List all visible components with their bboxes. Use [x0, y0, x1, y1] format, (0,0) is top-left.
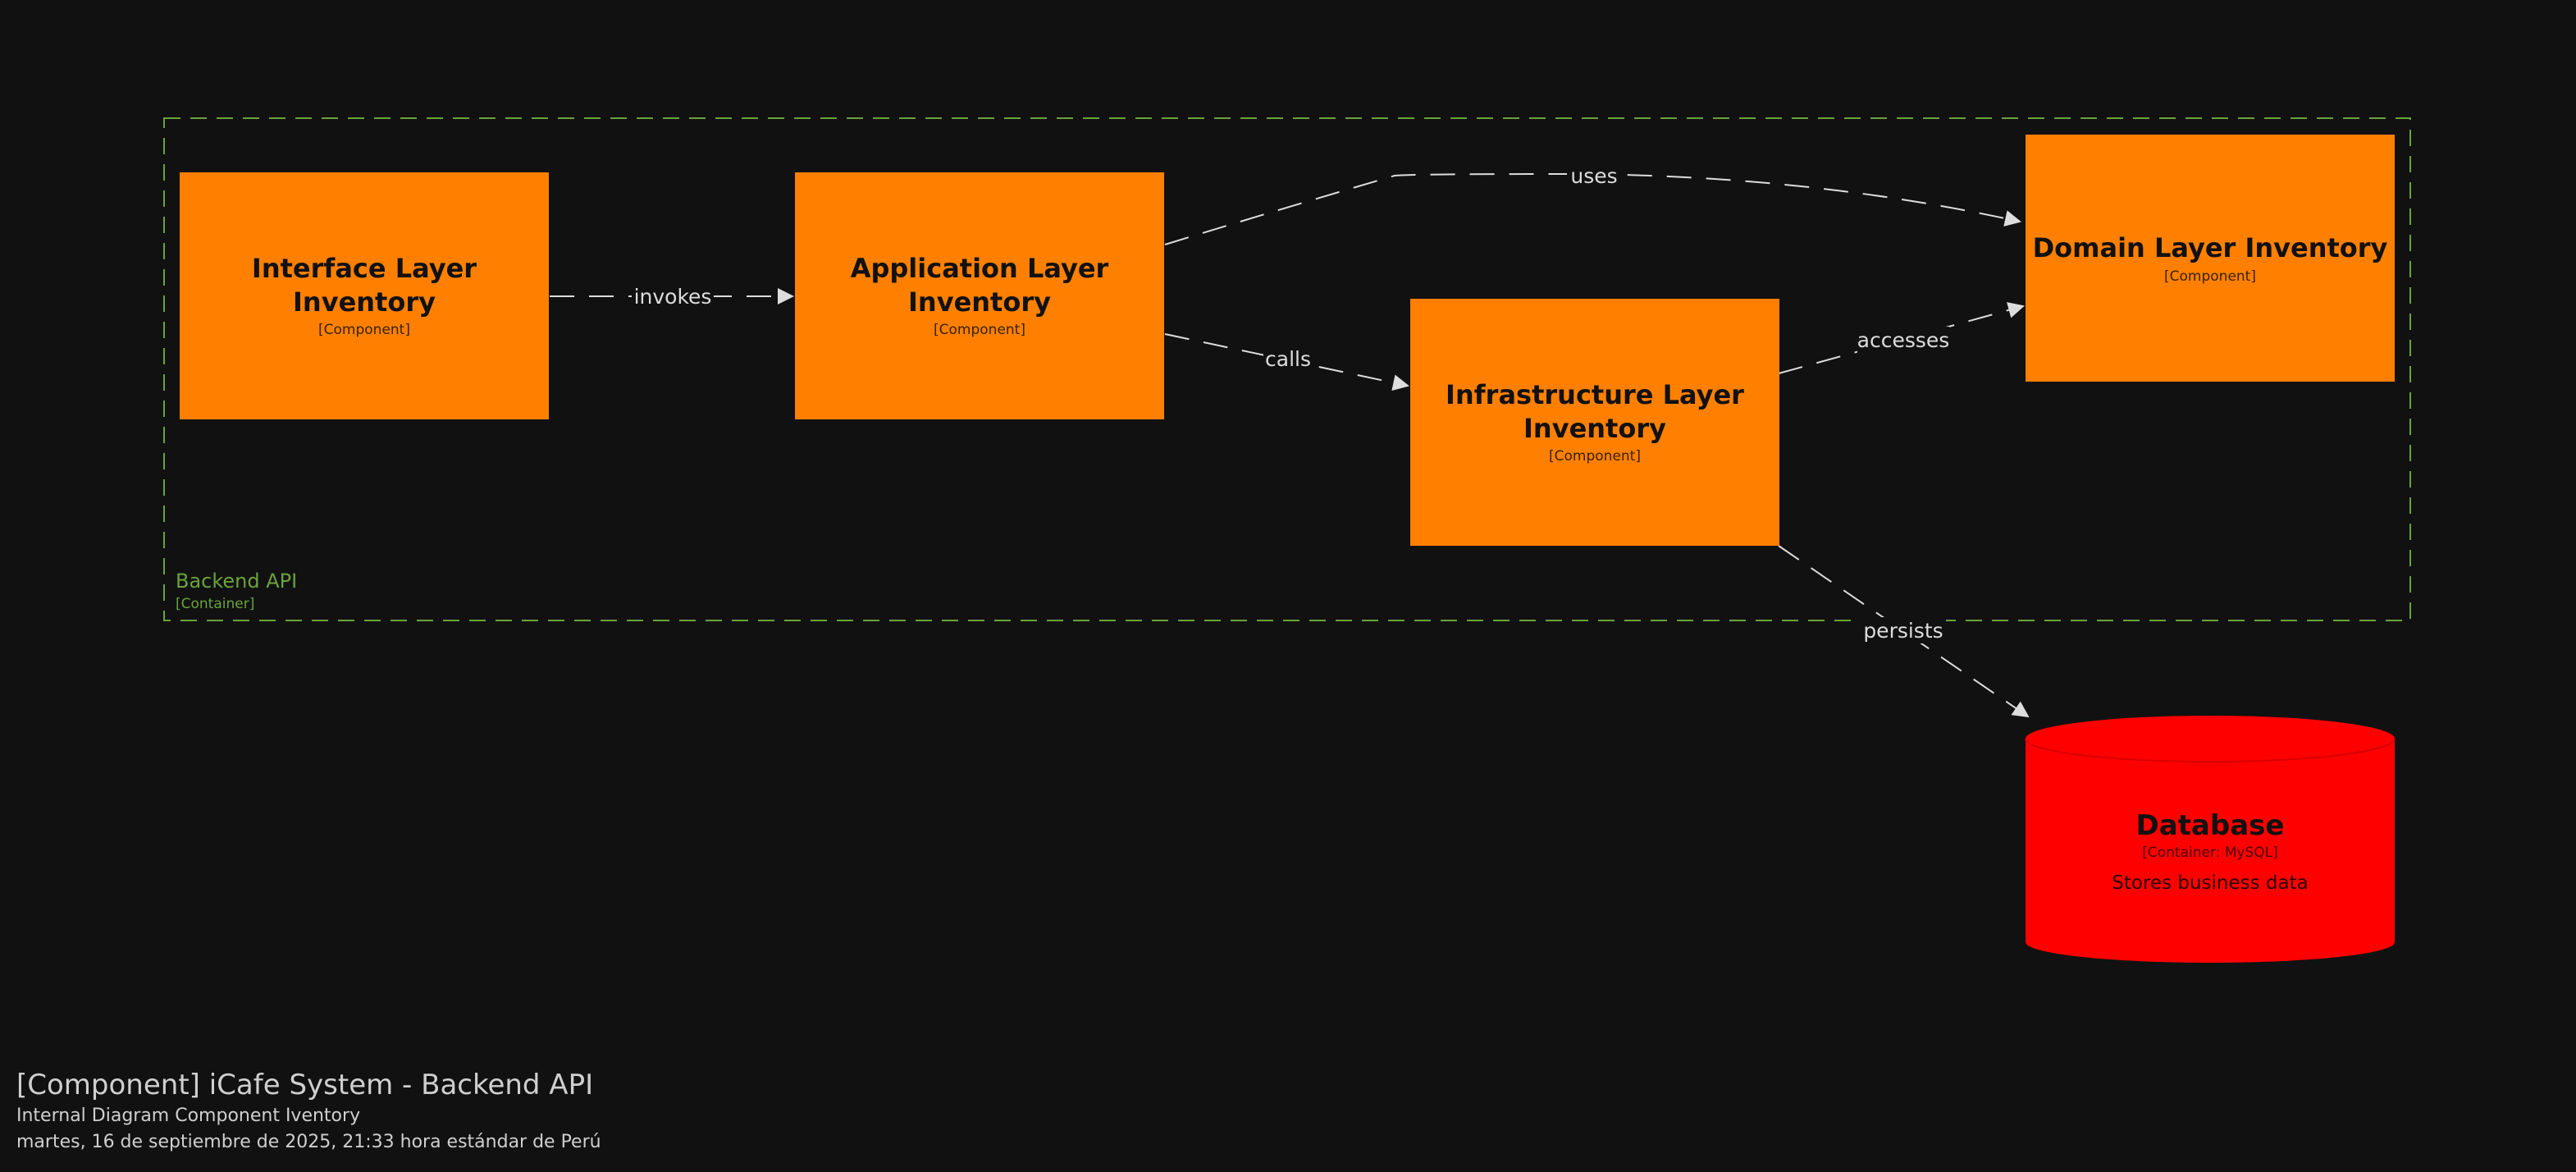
- diagram-footer: [Component] iCafe System - Backend API I…: [16, 1067, 601, 1156]
- application-layer-name-1: Application Layer: [851, 253, 1109, 284]
- interface-layer-name-1: Interface Layer: [252, 253, 477, 284]
- edge-uses: [1164, 172, 2021, 245]
- domain-layer-name: Domain Layer Inventory: [2033, 232, 2388, 263]
- infrastructure-layer-type: [Component]: [1549, 448, 1641, 465]
- label-bg-calls: [1263, 346, 1313, 373]
- application-layer-type: [Component]: [934, 322, 1025, 338]
- database-cylinder-top: [2026, 716, 2395, 762]
- label-invokes: invokes: [634, 285, 712, 309]
- boundary-type: [Container]: [176, 596, 254, 612]
- label-bg-accesses: [1857, 327, 1949, 353]
- application-layer-component[interactable]: Application Layer Inventory [Component]: [795, 172, 1164, 419]
- label-bg-invokes: [632, 282, 714, 310]
- backend-api-boundary: Backend API [Container]: [163, 117, 2411, 621]
- interface-layer-name-2: Inventory: [293, 286, 436, 318]
- boundary-frame: [163, 117, 2411, 621]
- infrastructure-layer-name-2: Inventory: [1523, 413, 1666, 444]
- label-uses: uses: [1570, 164, 1617, 188]
- diagram-date: martes, 16 de septiembre de 2025, 21:33 …: [16, 1132, 601, 1152]
- label-calls: calls: [1265, 347, 1311, 371]
- label-bg-uses: [1567, 163, 1621, 189]
- label-persists: persists: [1863, 619, 1943, 643]
- infrastructure-layer-name-1: Infrastructure Layer: [1446, 379, 1744, 410]
- diagram-title: [Component] iCafe System - Backend API: [16, 1069, 594, 1101]
- domain-layer-box: [2026, 135, 2395, 382]
- database-description: Stores business data: [2112, 872, 2308, 894]
- interface-layer-component[interactable]: Interface Layer Inventory [Component]: [180, 172, 549, 419]
- label-bg-persists: [1861, 617, 1946, 643]
- diagram-subtitle: Internal Diagram Component Iventory: [16, 1106, 361, 1126]
- interface-layer-box: [180, 172, 549, 419]
- database-name: Database: [2136, 809, 2285, 842]
- edge-labels: invokes uses calls accesses persists: [632, 163, 1949, 643]
- domain-layer-component[interactable]: Domain Layer Inventory [Component]: [2026, 135, 2395, 382]
- database-cylinder-body: [2026, 739, 2395, 963]
- application-layer-box: [795, 172, 1164, 419]
- application-layer-name-2: Inventory: [908, 286, 1051, 318]
- database-container[interactable]: Database [Container: MySQL] Stores busin…: [2025, 716, 2396, 963]
- database-type: [Container: MySQL]: [2142, 845, 2278, 861]
- domain-layer-type: [Component]: [2164, 268, 2256, 285]
- boundary-name: Backend API: [176, 570, 297, 593]
- interface-layer-type: [Component]: [318, 322, 410, 338]
- infrastructure-layer-component[interactable]: Infrastructure Layer Inventory [Componen…: [1410, 299, 1779, 546]
- edge-persists: [1778, 545, 2030, 718]
- label-accesses: accesses: [1857, 328, 1950, 352]
- infrastructure-layer-box: [1410, 299, 1779, 546]
- database-cylinder-rim: [2025, 738, 2396, 762]
- edges: [550, 172, 2030, 718]
